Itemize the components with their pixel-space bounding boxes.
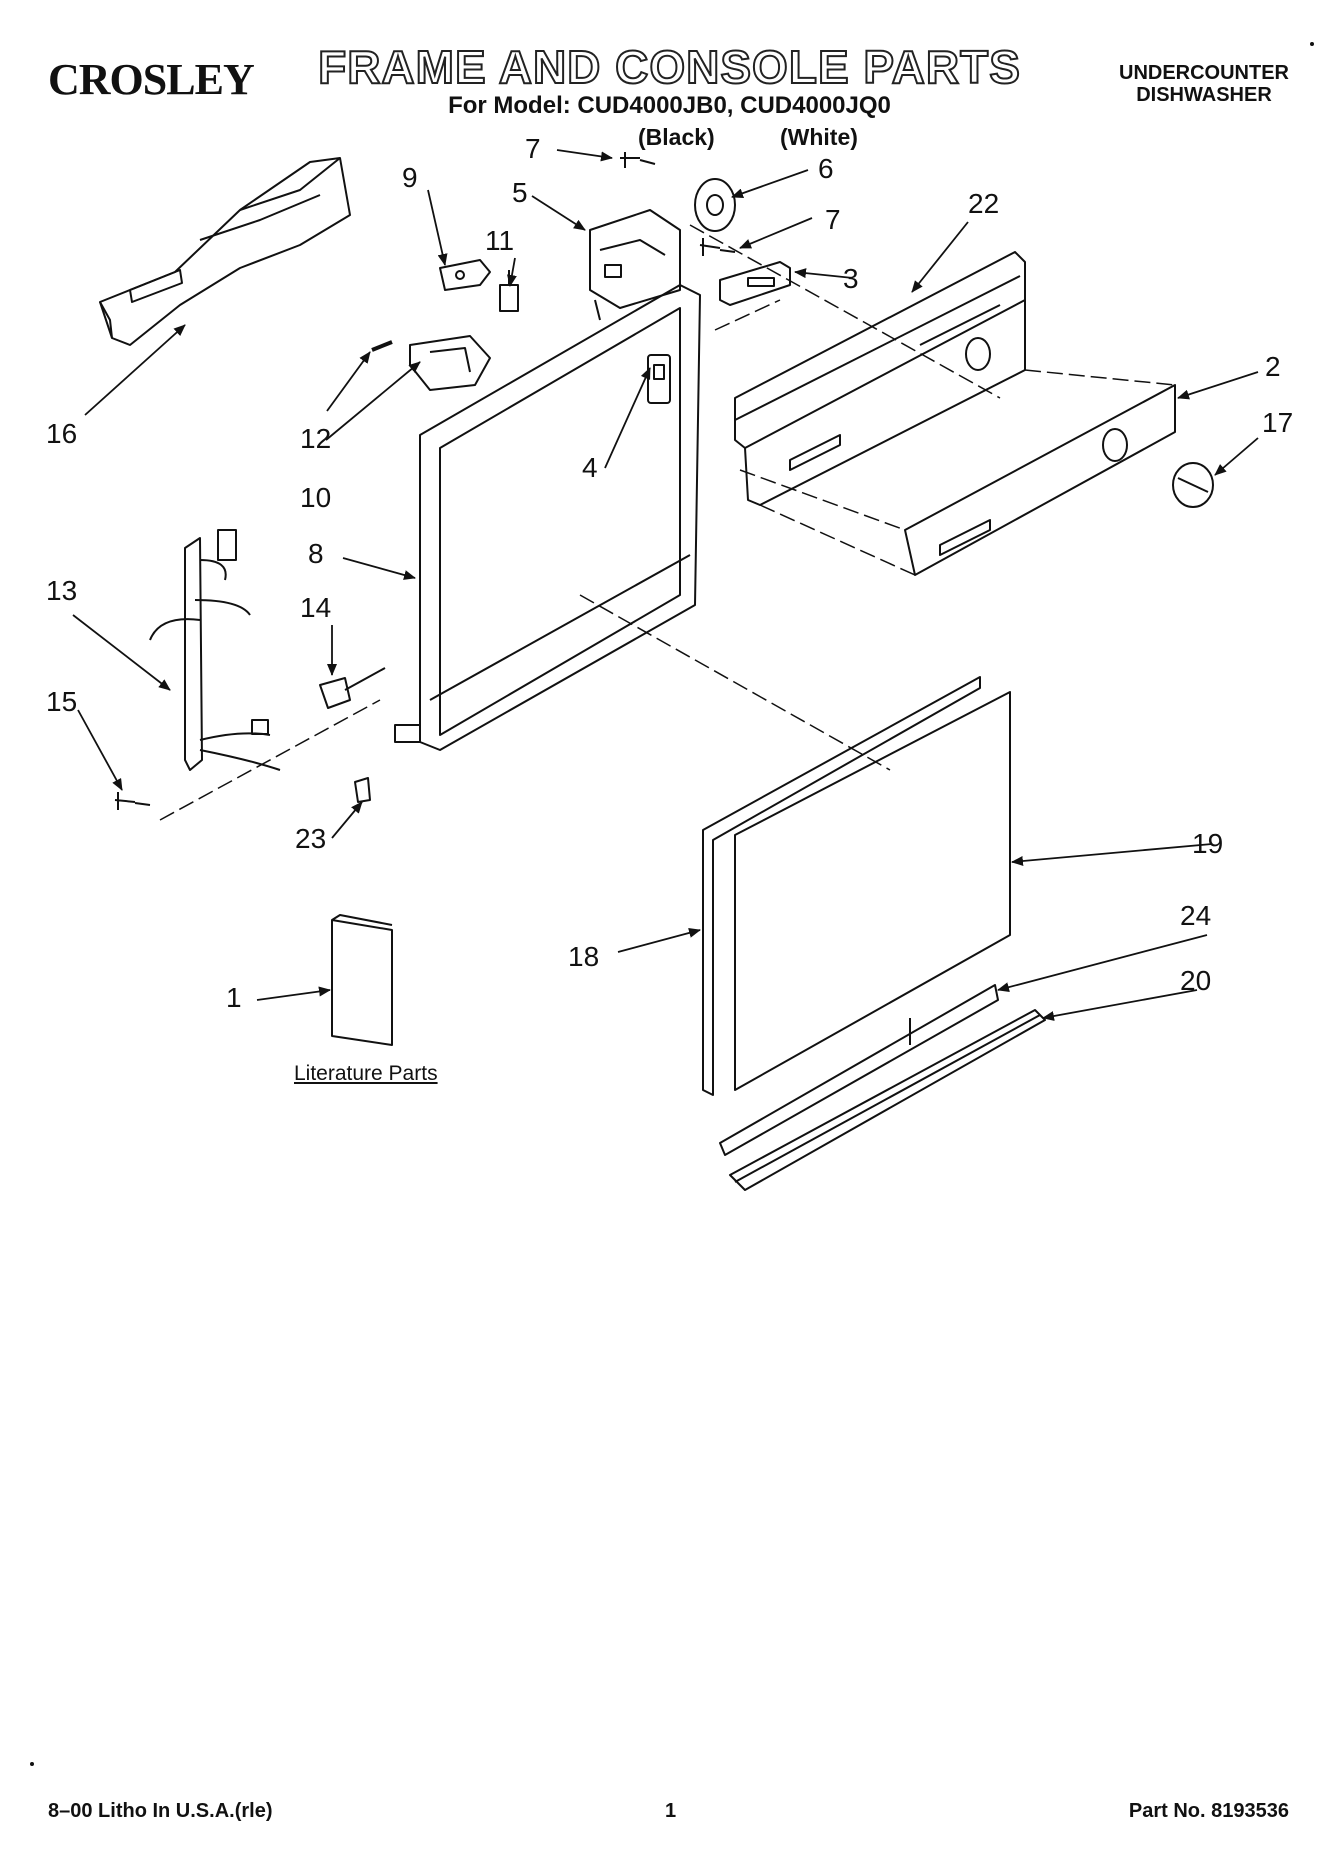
part-8-door-frame [394,284,701,751]
part-2-console-panel [904,384,1176,576]
callout-4: 4 [582,452,598,483]
alignment-lines [159,224,1176,821]
callout-17: 17 [1262,407,1293,438]
callout-19: 19 [1192,828,1223,859]
part-20-bottom-trim [729,1009,1046,1191]
variant-white-label: (White) [780,124,858,150]
category-line-2: DISHWASHER [1136,84,1272,106]
callout-16: 16 [46,418,77,449]
part-11-switch [499,270,519,312]
category-line-1: UNDERCOUNTER [1119,62,1289,84]
callout-12: 12 [300,423,331,454]
callout-3: 3 [843,263,859,294]
callout-18: 18 [568,941,599,972]
leader-arrows [72,149,1259,1021]
registration-dot [30,1762,34,1766]
callout-22: 22 [968,188,999,219]
callout-2: 2 [1265,351,1281,382]
callout-6: 6 [818,153,834,184]
part-5-timer [589,209,681,321]
part-1-literature-booklet [331,914,393,1046]
callout-8: 8 [308,538,324,569]
registration-dot [1310,42,1314,46]
callout-23: 23 [295,823,326,854]
callout-20: 20 [1180,965,1211,996]
callout-10: 10 [300,482,331,513]
callout-11: 11 [485,225,514,256]
callout-15: 15 [46,686,77,717]
part-22-console [734,251,1026,506]
literature-parts-label: Literature Parts [294,1062,438,1085]
callout-1: 1 [226,982,242,1013]
part-10-bracket [409,335,491,391]
callout-5: 5 [512,177,528,208]
appliance-category: UNDERCOUNTER DISHWASHER [1119,62,1289,106]
part-15-screw [114,792,151,810]
brand-logo: CROSLEY [48,55,255,104]
part-24-trim-strip [719,984,999,1156]
part-13-wire-harness [149,529,281,771]
callout-7-mid: 7 [825,204,841,235]
part-23-clip [354,777,371,803]
part-18-door-panel [702,676,981,1096]
model-line: For Model: CUD4000JB0, CUD4000JQ0 [448,92,891,119]
part-9-switch-bracket [439,259,491,291]
page-number: 1 [665,1800,677,1822]
callout-13: 13 [46,575,77,606]
part-3-switch-panel [719,261,791,306]
part-number: Part No. 8193536 [1128,1800,1289,1822]
callout-9: 9 [402,162,418,193]
part-7-screw-top [620,152,656,168]
callout-24: 24 [1180,900,1211,931]
part-16-duct-housing [99,157,351,346]
callout-14: 14 [300,592,331,623]
part-14-sensor [319,667,386,709]
part-12-clip [371,340,393,352]
part-7-screw-mid [699,238,736,256]
part-17-knob [1172,462,1214,508]
page-title: FRAME AND CONSOLE PARTS [317,40,1021,94]
callout-7-top: 7 [525,133,541,164]
litho-note: 8–00 Litho In U.S.A.(rle) [48,1800,273,1822]
part-4-latch [647,354,671,404]
part-19-door-panel [734,691,1011,1091]
part-6-dial [694,178,736,232]
variant-black-label: (Black) [638,124,715,150]
